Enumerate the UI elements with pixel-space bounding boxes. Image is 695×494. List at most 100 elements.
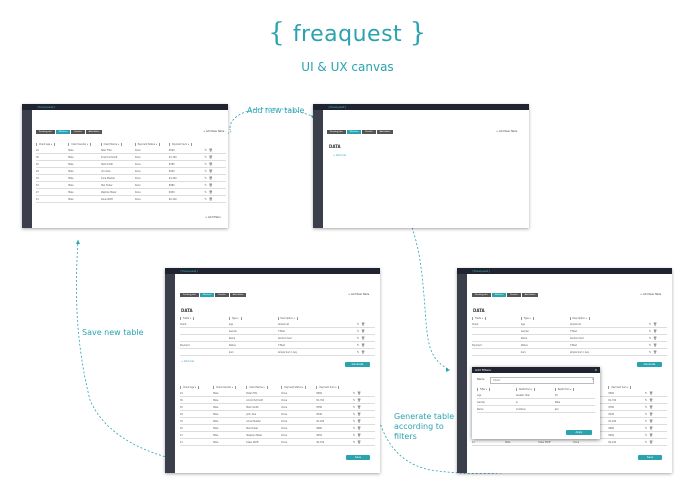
edit-icon[interactable]: ✎: [644, 426, 648, 430]
edit-icon[interactable]: ✎: [352, 419, 356, 423]
search-icon[interactable]: ⌕: [592, 377, 594, 381]
delete-icon[interactable]: 🗑: [208, 183, 213, 187]
delete-icon[interactable]: 🗑: [208, 176, 213, 180]
column-header[interactable]: Filter ▾: [477, 388, 516, 391]
edit-icon[interactable]: ✎: [352, 412, 356, 416]
delete-icon[interactable]: 🗑: [357, 391, 361, 395]
tab-pending-jobs[interactable]: Pending jobs: [180, 293, 199, 297]
edit-icon[interactable]: ✎: [356, 343, 360, 347]
side-nav[interactable]: [313, 110, 323, 228]
column-header[interactable]: Payment Sum ▾: [608, 386, 643, 389]
edit-icon[interactable]: ✎: [356, 336, 360, 340]
column-header[interactable]: Restriction ▾: [554, 388, 594, 391]
delete-icon[interactable]: 🗑: [357, 440, 361, 444]
edit-icon[interactable]: ✎: [352, 433, 356, 437]
tab-add-tables[interactable]: Add tables: [521, 293, 539, 297]
delete-icon[interactable]: 🗑: [361, 350, 365, 354]
name-input[interactable]: Client: [490, 377, 594, 384]
edit-icon[interactable]: ✎: [648, 343, 652, 347]
edit-icon[interactable]: ✎: [204, 197, 207, 201]
edit-icon[interactable]: ✎: [204, 148, 207, 152]
column-header[interactable]: Payment Status ▾: [134, 143, 169, 146]
add-new-table-link[interactable]: + Add New Table: [640, 293, 662, 296]
column-header[interactable]: Client Name ▾: [100, 143, 135, 146]
column-header[interactable]: Description ▾: [569, 317, 648, 320]
side-nav[interactable]: [165, 274, 175, 473]
edit-icon[interactable]: ✎: [204, 176, 207, 180]
delete-icon[interactable]: 🗑: [208, 169, 213, 173]
delete-icon[interactable]: 🗑: [208, 155, 213, 159]
tab-add-tables[interactable]: Add tables: [229, 293, 247, 297]
add-new-table-link[interactable]: + Add New Table: [203, 130, 225, 133]
tab-results[interactable]: Results: [71, 130, 85, 134]
column-header[interactable]: Client Age ▾: [180, 386, 213, 389]
delete-icon[interactable]: 🗑: [357, 398, 361, 402]
delete-icon[interactable]: 🗑: [208, 162, 213, 166]
delete-icon[interactable]: 🗑: [653, 336, 657, 340]
column-header[interactable]: Description ▾: [277, 317, 356, 320]
edit-icon[interactable]: ✎: [644, 391, 648, 395]
column-header[interactable]: Fields ▾: [472, 317, 521, 320]
delete-icon[interactable]: 🗑: [649, 398, 653, 402]
delete-icon[interactable]: 🗑: [649, 405, 653, 409]
delete-icon[interactable]: 🗑: [208, 148, 213, 152]
edit-icon[interactable]: ✎: [356, 350, 360, 354]
column-header[interactable]: Payment Status ▾: [281, 386, 316, 389]
delete-icon[interactable]: 🗑: [649, 412, 653, 416]
tab-results[interactable]: Results: [362, 130, 376, 134]
edit-icon[interactable]: ✎: [648, 329, 652, 333]
add-row-link[interactable]: + Add row: [333, 154, 347, 157]
delete-icon[interactable]: 🗑: [357, 433, 361, 437]
tab-pending-jobs[interactable]: Pending jobs: [472, 293, 491, 297]
column-header[interactable]: Restriction ▾: [515, 388, 555, 391]
edit-icon[interactable]: ✎: [352, 440, 356, 444]
column-header[interactable]: Payment Sum ▾: [168, 143, 203, 146]
delete-icon[interactable]: 🗑: [653, 350, 657, 354]
edit-icon[interactable]: ✎: [644, 419, 648, 423]
side-nav[interactable]: [22, 110, 32, 228]
tab-add-tables[interactable]: Add tables: [376, 130, 394, 134]
add-filters-link[interactable]: + Add filters: [205, 216, 221, 219]
edit-icon[interactable]: ✎: [648, 350, 652, 354]
column-header[interactable]: Client Age ▾: [36, 143, 68, 146]
delete-icon[interactable]: 🗑: [361, 329, 365, 333]
delete-icon[interactable]: 🗑: [357, 419, 361, 423]
tab-results[interactable]: Results: [507, 293, 521, 297]
edit-icon[interactable]: ✎: [644, 440, 648, 444]
edit-icon[interactable]: ✎: [644, 398, 648, 402]
save-button[interactable]: Save: [638, 455, 662, 460]
tab-monitors[interactable]: Monitors: [346, 130, 362, 134]
apply-button[interactable]: Apply: [566, 430, 592, 435]
edit-icon[interactable]: ✎: [204, 162, 207, 166]
tab-monitors[interactable]: Monitors: [199, 293, 215, 297]
delete-icon[interactable]: 🗑: [361, 336, 365, 340]
delete-icon[interactable]: 🗑: [357, 412, 361, 416]
delete-icon[interactable]: 🗑: [357, 405, 361, 409]
delete-icon[interactable]: 🗑: [649, 419, 653, 423]
delete-icon[interactable]: 🗑: [649, 433, 653, 437]
edit-icon[interactable]: ✎: [352, 391, 356, 395]
add-row-link[interactable]: + Add row: [181, 360, 195, 363]
delete-icon[interactable]: 🗑: [649, 440, 653, 444]
delete-icon[interactable]: 🗑: [653, 322, 657, 326]
generate-button[interactable]: Generate: [637, 362, 662, 367]
edit-icon[interactable]: ✎: [352, 405, 356, 409]
tab-pending-jobs[interactable]: Pending jobs: [327, 130, 346, 134]
edit-icon[interactable]: ✎: [648, 322, 652, 326]
edit-icon[interactable]: ✎: [204, 190, 207, 194]
add-new-table-link[interactable]: + Add New Table: [496, 130, 518, 133]
column-header[interactable]: Client Gender ▾: [213, 386, 246, 389]
tab-pending-jobs[interactable]: Pending jobs: [36, 130, 55, 134]
edit-icon[interactable]: ✎: [204, 183, 207, 187]
delete-icon[interactable]: 🗑: [361, 343, 365, 347]
edit-icon[interactable]: ✎: [356, 329, 360, 333]
edit-icon[interactable]: ✎: [352, 426, 356, 430]
tab-results[interactable]: Results: [215, 293, 229, 297]
column-header[interactable]: Fields ▾: [180, 317, 229, 320]
column-header[interactable]: Type ▾: [520, 317, 570, 320]
edit-icon[interactable]: ✎: [644, 412, 648, 416]
tab-add-tables[interactable]: Add tables: [85, 130, 103, 134]
close-icon[interactable]: ✕: [594, 368, 597, 372]
delete-icon[interactable]: 🗑: [653, 329, 657, 333]
edit-icon[interactable]: ✎: [644, 405, 648, 409]
